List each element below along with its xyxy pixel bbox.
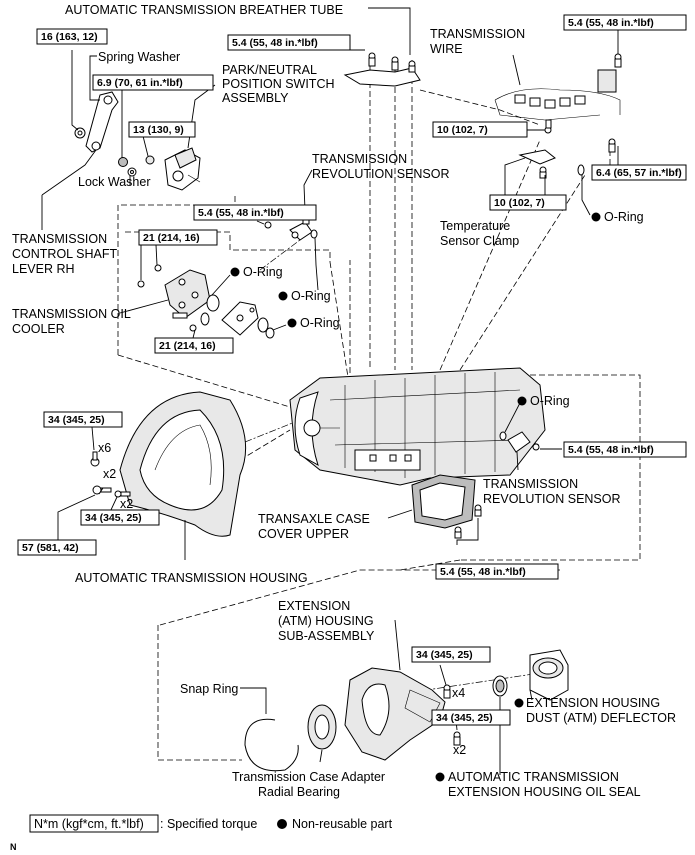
label-lock-washer: Lock Washer [78,175,150,189]
nonreusable-dot-sensor-oring [278,291,288,301]
nonreusable-dot-oil-seal [435,772,445,782]
label-oil-seal-line1: AUTOMATIC TRANSMISSION [448,770,619,784]
legend-nonreusable-part: Non-reusable part [292,817,393,831]
label-case-cover-line2: COVER UPPER [258,527,349,541]
nonreusable-dot-wire-oring [591,212,601,222]
qty-x4-extension: x4 [452,686,465,700]
label-snap-ring: Snap Ring [180,682,238,696]
breather-tube-drawing [343,52,421,87]
part-labels: AUTOMATIC TRANSMISSION BREATHER TUBE TRA… [12,3,676,799]
quantity-labels: x6 x2 x2 x4 x2 [98,441,466,757]
revolution-sensor-right-drawing [499,431,540,453]
label-shaft-lever-line3: LEVER RH [12,262,75,276]
torque-34-extension-bolt-x4: 34 (345, 25) [416,649,473,661]
torque-34-housing-bolt-x2: 34 (345, 25) [85,512,142,524]
oil-cooler-drawing [137,264,275,339]
torque-5-4-cover-bolt: 5.4 (55, 48 in.*lbf) [440,566,526,578]
label-oil-seal-line2: EXTENSION HOUSING OIL SEAL [448,785,641,799]
assembly-guide-lines [117,55,641,761]
label-park-neutral-line2: POSITION SWITCH [222,77,335,91]
torque-13-switch-bolt: 13 (130, 9) [133,124,184,136]
qty-x6-housing: x6 [98,441,111,455]
torque-34-housing-bolt-x6: 34 (345, 25) [48,414,105,426]
oring-labels: O-Ring O-Ring O-Ring O-Ring O-Ring [230,210,644,782]
torque-5-4-breather-bolt: 5.4 (55, 48 in.*lbf) [232,37,318,49]
torque-5-4-sensor-bolt: 5.4 (55, 48 in.*lbf) [198,207,284,219]
label-oring-plate: O-Ring [300,316,340,330]
qty-x2-extension: x2 [453,743,466,757]
torque-57-housing-bolt: 57 (581, 42) [22,542,79,554]
label-spring-washer: Spring Washer [98,50,180,64]
label-oring-right: O-Ring [530,394,570,408]
label-oil-cooler-line1: TRANSMISSION OIL [12,307,131,321]
transmission-case-drawing [289,367,546,486]
control-shaft-lever-drawing [74,91,155,177]
legend-specified-torque: : Specified torque [160,817,257,831]
label-rev-sensor-top-line1: TRANSMISSION [312,152,407,166]
label-oring-wire: O-Ring [604,210,644,224]
torque-5-4-wire-bolt: 5.4 (55, 48 in.*lbf) [568,17,654,29]
extension-housing-drawing [244,649,569,772]
transmission-housing-drawing [90,391,247,537]
label-rev-sensor-top-line2: REVOLUTION SENSOR [312,167,450,181]
legend-nonreusable-dot [277,819,287,829]
label-deflector-line1: EXTENSION HOUSING [526,696,660,710]
label-transmission-housing: AUTOMATIC TRANSMISSION HOUSING [75,571,308,585]
qty-x2-housing-b: x2 [120,497,133,511]
label-oil-cooler-line2: COOLER [12,322,65,336]
case-cover-upper-drawing [411,474,482,539]
qty-x2-housing-a: x2 [103,467,116,481]
label-transmission-wire-line2: WIRE [430,42,463,56]
torque-34-extension-bolt-x2: 34 (345, 25) [436,712,493,724]
label-deflector-line2: DUST (ATM) DEFLECTOR [526,711,676,725]
label-oring-sensor: O-Ring [291,289,331,303]
label-radial-bearing-line2: Radial Bearing [258,785,340,799]
park-neutral-switch-drawing [164,147,201,191]
legend-torque-unit-box: N*m (kgf*cm, ft.*lbf) [34,817,144,831]
label-oring-cooler: O-Ring [243,265,283,279]
torque-10-wire-bolt: 10 (102, 7) [437,124,488,136]
torque-5-4-sensor-right-bolt: 5.4 (55, 48 in.*lbf) [568,444,654,456]
label-transmission-wire-line1: TRANSMISSION [430,27,525,41]
label-extension-line2: (ATM) HOUSING [278,614,374,628]
label-extension-line3: SUB-ASSEMBLY [278,629,375,643]
legend: N*m (kgf*cm, ft.*lbf) : Specified torque… [10,814,393,852]
torque-10-clamp-bolt: 10 (102, 7) [494,197,545,209]
label-park-neutral-line1: PARK/NEUTRAL [222,63,317,77]
nonreusable-dot-plate-oring [287,318,297,328]
label-rev-sensor-right-line1: TRANSMISSION [483,477,578,491]
transmission-wire-drawing [494,53,622,179]
label-case-cover-line1: TRANSAXLE CASE [258,512,370,526]
torque-16-lever-nut: 16 (163, 12) [41,31,98,43]
nonreusable-dot-deflector [514,698,524,708]
label-breather-tube: AUTOMATIC TRANSMISSION BREATHER TUBE [65,3,343,17]
label-extension-line1: EXTENSION [278,599,350,613]
corner-mark: N [10,842,17,852]
torque-boxes: 16 (163, 12) 5.4 (55, 48 in.*lbf) 6.9 (7… [17,14,687,726]
torque-21-cooler-bolt-bottom: 21 (214, 16) [159,340,216,352]
label-shaft-lever-line2: CONTROL SHAFT [12,247,117,261]
label-temp-clamp-line1: Temperature [440,219,510,233]
label-rev-sensor-right-line2: REVOLUTION SENSOR [483,492,621,506]
nonreusable-dot-cooler-oring [230,267,240,277]
torque-6-4-wire-bolt: 6.4 (65, 57 in.*lbf) [596,167,682,179]
torque-21-cooler-bolt-top: 21 (214, 16) [143,232,200,244]
nonreusable-dot-right-oring [517,396,527,406]
torque-6-9-switch-bolt: 6.9 (70, 61 in.*lbf) [97,77,183,89]
label-shaft-lever-line1: TRANSMISSION [12,232,107,246]
label-temp-clamp-line2: Sensor Clamp [440,234,519,248]
label-radial-bearing-line1: Transmission Case Adapter [232,770,385,784]
label-park-neutral-line3: ASSEMBLY [222,91,289,105]
